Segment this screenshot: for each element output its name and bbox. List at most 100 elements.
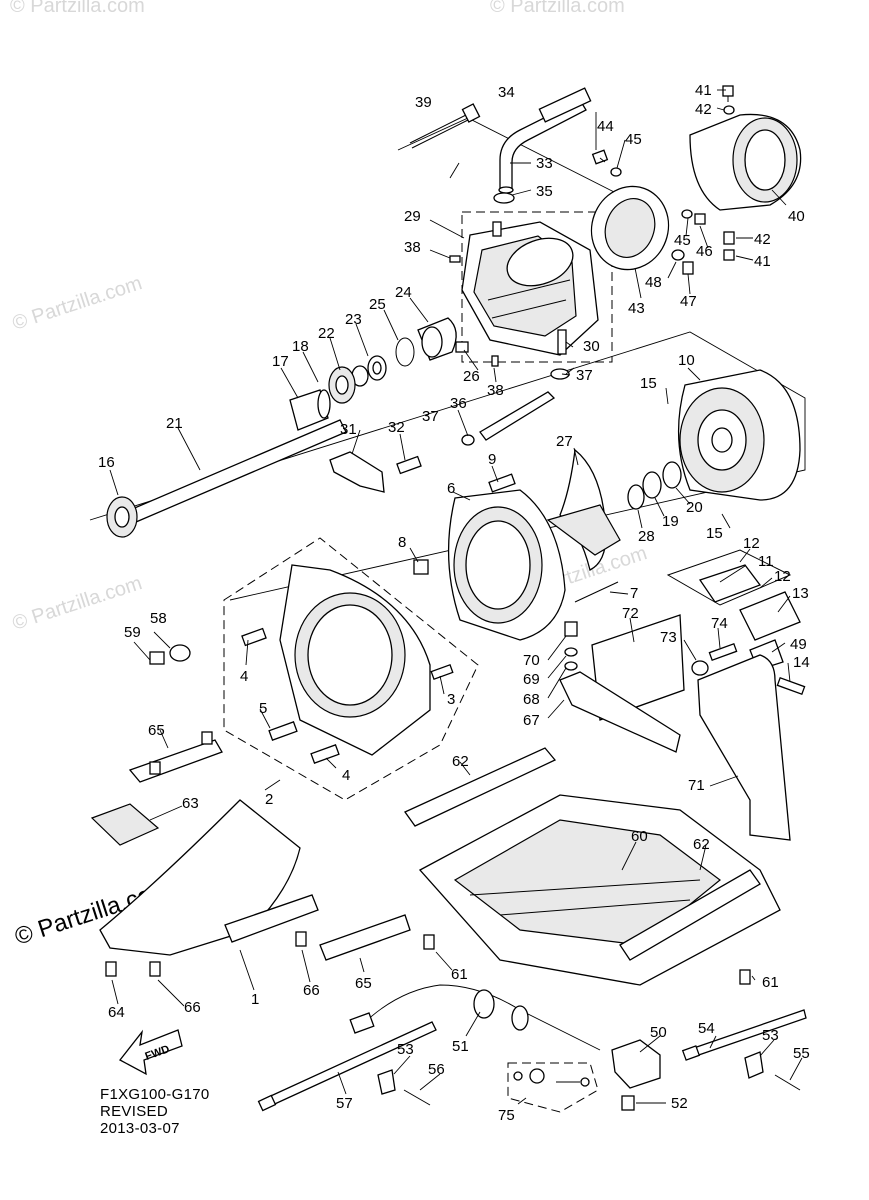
group-outline-29 xyxy=(461,211,613,363)
callout-20: 20 xyxy=(686,499,703,516)
callout-46: 46 xyxy=(696,243,713,260)
callout-19: 19 xyxy=(662,513,679,530)
callout-23: 23 xyxy=(345,311,362,328)
callout-44: 44 xyxy=(597,118,614,135)
callout-32: 32 xyxy=(388,419,405,436)
callout-53: 53 xyxy=(397,1041,414,1058)
group-outlines xyxy=(89,117,806,1113)
callout-25: 25 xyxy=(369,296,386,313)
callout-4: 4 xyxy=(240,668,248,685)
callout-29: 29 xyxy=(404,208,421,225)
small-hardware-middle xyxy=(449,255,570,446)
part-75-group xyxy=(513,1068,590,1087)
shaft-components xyxy=(106,317,457,538)
callout-57: 57 xyxy=(336,1095,353,1112)
callout-53: 53 xyxy=(762,1027,779,1044)
callout-38: 38 xyxy=(404,239,421,256)
callout-49: 49 xyxy=(790,636,807,653)
part-6-duct xyxy=(413,473,619,641)
callout-13: 13 xyxy=(792,585,809,602)
callout-37: 37 xyxy=(576,367,593,384)
callout-15: 15 xyxy=(706,525,723,542)
revised-date: 2013-03-07 xyxy=(100,1120,180,1137)
revised-label: REVISED xyxy=(100,1103,168,1120)
part-31-bracket xyxy=(329,451,422,493)
mid-right-parts xyxy=(559,614,791,841)
callout-37: 37 xyxy=(422,408,439,425)
impeller-group xyxy=(546,448,682,571)
part-34-hose xyxy=(498,87,592,194)
callout-41: 41 xyxy=(754,253,771,270)
callout-39: 39 xyxy=(415,94,432,111)
callout-47: 47 xyxy=(680,293,697,310)
callout-8: 8 xyxy=(398,534,406,551)
callout-62: 62 xyxy=(693,836,710,853)
callout-55: 55 xyxy=(793,1045,810,1062)
callout-31: 31 xyxy=(340,421,357,438)
callout-74: 74 xyxy=(711,615,728,632)
callout-16: 16 xyxy=(98,454,115,471)
callout-60: 60 xyxy=(631,828,648,845)
callout-28: 28 xyxy=(638,528,655,545)
callout-45: 45 xyxy=(674,232,691,249)
callout-numbers: 1 2 3 4 4 5 6 7 8 9 10 11 12 12 13 14 15… xyxy=(98,82,810,1124)
callout-11: 11 xyxy=(758,553,774,570)
part-2-intake xyxy=(149,564,454,764)
leader-lines xyxy=(109,89,803,1105)
callout-73: 73 xyxy=(660,629,677,646)
callout-52: 52 xyxy=(671,1095,688,1112)
callout-24: 24 xyxy=(395,284,412,301)
callout-9: 9 xyxy=(488,451,496,468)
callout-68: 68 xyxy=(523,691,540,708)
callout-5: 5 xyxy=(259,700,267,717)
callout-36: 36 xyxy=(450,395,467,412)
callout-34: 34 xyxy=(498,84,515,101)
callout-65: 65 xyxy=(148,722,165,739)
callout-59: 59 xyxy=(124,624,141,641)
callout-70: 70 xyxy=(523,652,540,669)
callout-41: 41 xyxy=(695,82,712,99)
callout-63: 63 xyxy=(182,795,199,812)
right-lower-parts xyxy=(404,747,781,986)
part-40-nozzle xyxy=(689,113,802,211)
fwd-arrow: FWD xyxy=(119,1029,183,1076)
callout-21: 21 xyxy=(166,415,183,432)
tie-and-clip-parts xyxy=(257,1009,807,1112)
group-outline-75 xyxy=(507,1062,599,1113)
callout-18: 18 xyxy=(292,338,309,355)
callout-22: 22 xyxy=(318,325,335,342)
callout-12: 12 xyxy=(774,568,791,585)
callout-43: 43 xyxy=(628,300,645,317)
callout-26: 26 xyxy=(463,368,480,385)
callout-64: 64 xyxy=(108,1004,125,1021)
watermark-top-right: © Partzilla.com xyxy=(490,0,625,17)
callout-75: 75 xyxy=(498,1107,515,1124)
callout-38: 38 xyxy=(487,382,504,399)
part-10-impeller-housing xyxy=(677,369,801,501)
left-lower-parts xyxy=(90,731,411,977)
callout-71: 71 xyxy=(688,777,705,794)
small-hardware-upper-right xyxy=(591,85,735,275)
callout-67: 67 xyxy=(523,712,540,729)
callout-66: 66 xyxy=(303,982,320,999)
callout-61: 61 xyxy=(762,974,779,991)
valve-plate-group xyxy=(666,549,806,696)
callout-50: 50 xyxy=(650,1024,667,1041)
watermark-top-left: © Partzilla.com xyxy=(10,0,145,17)
callout-4: 4 xyxy=(342,767,350,784)
callout-12: 12 xyxy=(743,535,760,552)
callout-1: 1 xyxy=(251,991,259,1008)
callout-40: 40 xyxy=(788,208,805,225)
callout-51: 51 xyxy=(452,1038,469,1055)
part-39-bolt xyxy=(409,103,481,149)
callout-54: 54 xyxy=(698,1020,715,1037)
callout-56: 56 xyxy=(428,1061,445,1078)
watermark-mid-1: © Partzilla.com xyxy=(10,272,145,335)
callout-69: 69 xyxy=(523,671,540,688)
callout-42: 42 xyxy=(695,101,712,118)
assembly-frame-pump xyxy=(89,331,806,601)
callout-3: 3 xyxy=(447,691,455,708)
part-35-clamp xyxy=(493,192,515,204)
callout-10: 10 xyxy=(678,352,695,369)
